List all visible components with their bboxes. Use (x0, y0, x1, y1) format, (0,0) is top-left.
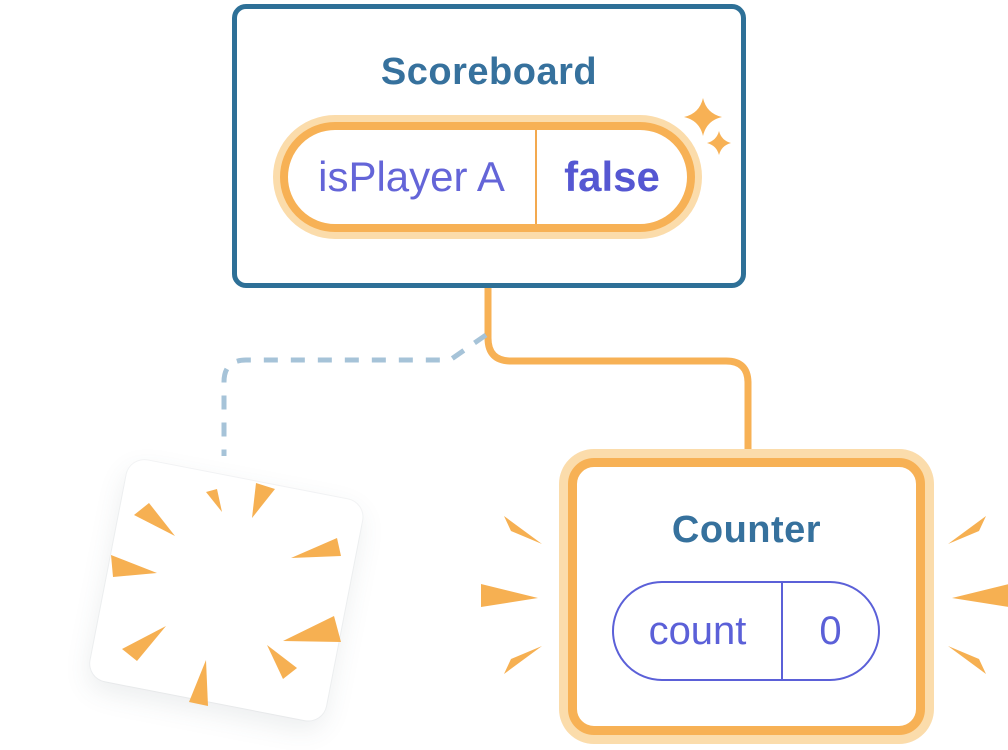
pill-divider (535, 130, 537, 224)
state-label: count (648, 608, 747, 653)
counter-title: Counter (671, 509, 822, 551)
state-value: false (564, 153, 660, 200)
solid-connector-line (484, 286, 752, 458)
removed-component-card (87, 457, 366, 724)
pill-divider (781, 583, 783, 679)
counter-state-pill: count 0 (612, 581, 880, 681)
counter-card: Counter count 0 (568, 458, 925, 735)
scoreboard-state-pill: isPlayer A false (280, 122, 695, 232)
dashed-connector-line (221, 332, 488, 456)
scoreboard-card: Scoreboard isPlayer A false (232, 4, 746, 288)
state-value: 0 (819, 608, 842, 653)
scoreboard-title: Scoreboard (380, 51, 598, 93)
state-label: isPlayer A (318, 153, 505, 200)
